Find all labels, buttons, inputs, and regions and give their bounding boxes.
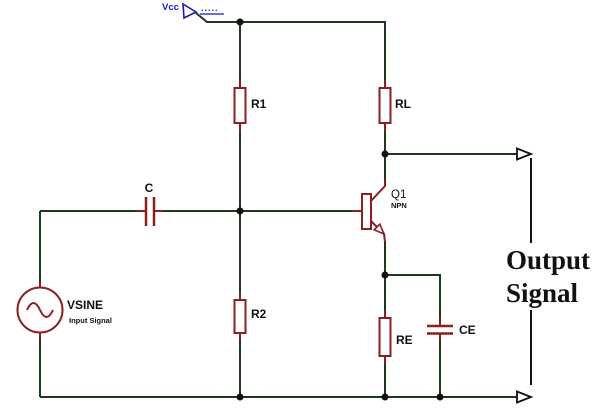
wire-vcc-rail [195,12,386,80]
junction-dot [381,271,389,279]
junction-dot [236,393,244,401]
vsine-label: VSINE [67,298,103,312]
r2-label: R2 [251,307,267,321]
sine-wave-icon [26,302,54,318]
rl-label: RL [395,97,411,111]
junction-dot [381,150,389,158]
output-arrow-top-icon [516,147,534,161]
vsine-sublabel: Input Signal [69,316,112,325]
resistor-re-symbol [378,317,392,357]
junction-dot [381,393,389,401]
junction-dot [436,393,444,401]
r1-label: R1 [251,97,267,111]
resistor-rl-symbol [378,87,392,124]
vcc-net-label: ..... [201,3,219,13]
resistor-r2-symbol [233,299,247,334]
output-arrow-bottom-icon [516,390,534,404]
power-arrow-icon [182,2,198,20]
q1-collector-pin [370,180,386,202]
component-bodies [16,87,453,357]
re-label: RE [396,333,413,347]
junction-dot [236,18,244,26]
vcc-power-symbol [182,2,224,20]
c-label: C [145,181,154,195]
output-signal-label-line1: Output [506,245,590,275]
ce-label: CE [459,323,476,337]
transistor-q1-emitter-arrow-icon [372,222,386,236]
junction-dots [236,18,444,401]
q1-label: Q1 [391,189,406,201]
wires [39,12,517,398]
transistor-q1-base-bar [361,193,372,230]
vcc-label: Vcc [162,2,179,13]
wire-ce-branch [385,274,441,318]
q1-type-label: NPN [391,201,407,210]
output-signal-label-line2: Signal [506,278,579,308]
output-annotation [516,147,534,404]
resistor-r1-symbol [233,87,247,124]
junction-dot [236,207,244,215]
